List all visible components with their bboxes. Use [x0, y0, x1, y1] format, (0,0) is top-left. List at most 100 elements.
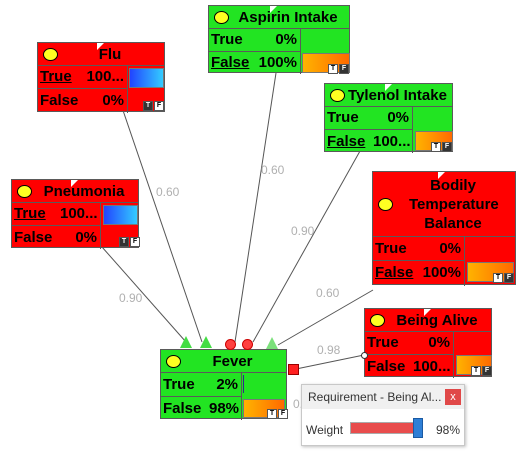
state-row-false[interactable]: False 100% [209, 51, 300, 73]
node-tylenol-intake[interactable]: Tylenol Intake True 0% False 100... T F [324, 83, 453, 153]
tf-toggle[interactable]: T F [471, 366, 492, 376]
probability-bar [103, 205, 138, 225]
state-value: 100... [60, 205, 98, 222]
connection-handle[interactable] [242, 339, 253, 350]
state-row-true[interactable]: True 0% [365, 331, 453, 354]
node-title: Aspirin Intake [238, 8, 338, 26]
tf-toggle[interactable]: T F [143, 101, 164, 111]
f-toggle[interactable]: F [130, 237, 140, 247]
input-port[interactable] [361, 352, 368, 359]
state-row-false[interactable]: False 0% [38, 88, 127, 112]
weight-label-aspirin: 0.60 [261, 163, 285, 177]
tf-toggle[interactable]: T F [328, 64, 349, 74]
node-states: True 0% False 100... [325, 106, 413, 153]
t-toggle[interactable]: T [328, 64, 338, 74]
probability-bar-true [243, 375, 244, 393]
incoming-arrow-icon[interactable] [200, 336, 212, 348]
tab-icon [71, 180, 78, 187]
state-row-true[interactable]: True 100... [12, 202, 100, 225]
output-port[interactable] [288, 364, 299, 375]
requirement-panel[interactable]: Requirement - Being Al... x Weight 98% [301, 384, 465, 446]
node-being-alive[interactable]: Being Alive True 0% False 100... T F [364, 308, 492, 378]
state-row-false[interactable]: False 0% [12, 225, 100, 248]
node-title: Tylenol Intake [348, 86, 447, 104]
f-toggle[interactable]: F [278, 409, 288, 419]
weight-label-alive: 0.98 [317, 343, 341, 357]
state-value: 0% [102, 92, 124, 109]
bulb-icon[interactable] [370, 313, 385, 327]
state-label: True [14, 205, 46, 222]
t-toggle[interactable]: T [431, 142, 441, 152]
bulb-icon[interactable] [43, 47, 58, 61]
state-label: True [163, 375, 195, 393]
probability-bar [129, 68, 164, 88]
node-header: Tylenol Intake [325, 84, 452, 107]
f-toggle[interactable]: F [482, 366, 492, 376]
edge-tylenol-fever [252, 150, 361, 343]
node-pneumonia[interactable]: Pneumonia True 100... False 0% T F [11, 179, 140, 249]
state-value: 2% [216, 375, 238, 393]
state-row-false[interactable]: False 98% [161, 396, 241, 419]
t-toggle[interactable]: T [267, 409, 277, 419]
state-label: True [327, 109, 359, 126]
state-row-true[interactable]: True 100... [38, 65, 127, 88]
state-value: 0% [439, 239, 461, 257]
f-toggle[interactable]: F [154, 101, 164, 111]
node-title: Bodily Temperature Balance [409, 176, 499, 232]
tf-toggle[interactable]: T F [119, 237, 140, 247]
state-row-true[interactable]: True 0% [325, 106, 412, 129]
t-toggle[interactable]: T [493, 273, 503, 283]
weight-slider[interactable] [350, 418, 423, 438]
edge-alive-fever [295, 354, 365, 370]
state-label: False [163, 399, 202, 417]
t-toggle[interactable]: T [119, 237, 129, 247]
close-button[interactable]: x [445, 389, 461, 405]
tf-toggle[interactable]: T F [267, 409, 288, 419]
state-value: 100... [413, 357, 451, 375]
bulb-icon[interactable] [214, 10, 229, 24]
weight-label-partial: 0. [293, 397, 304, 411]
state-row-true[interactable]: True 2% [161, 372, 241, 396]
node-fever[interactable]: Fever True 2% False 98% T F [160, 349, 288, 420]
panel-title: Requirement - Being Al... [308, 390, 442, 404]
f-toggle[interactable]: F [339, 64, 349, 74]
weight-label-bodily: 0.60 [316, 286, 340, 300]
weight-label-tylenol: 0.90 [291, 224, 315, 238]
bulb-icon[interactable] [17, 184, 32, 198]
t-toggle[interactable]: T [471, 366, 481, 376]
state-row-false[interactable]: False 100... [365, 354, 453, 377]
state-row-false[interactable]: False 100... [325, 129, 412, 152]
t-toggle[interactable]: T [143, 101, 153, 111]
tab-icon [97, 43, 104, 50]
state-value: 100... [373, 132, 411, 150]
incoming-arrow-icon[interactable] [266, 337, 278, 349]
tf-toggle[interactable]: T F [493, 273, 514, 283]
edge-bodily-fever [277, 289, 374, 346]
node-aspirin-intake[interactable]: Aspirin Intake True 0% False 100% T F [208, 5, 350, 74]
f-toggle[interactable]: F [504, 273, 514, 283]
node-states: True 0% False 100% [373, 236, 465, 286]
node-title: Pneumonia [43, 182, 125, 200]
tf-toggle[interactable]: T F [431, 142, 452, 152]
node-flu[interactable]: Flu True 100... False 0% T F [37, 42, 165, 113]
state-value: 100% [422, 264, 461, 281]
state-row-true[interactable]: True 0% [373, 236, 464, 260]
weight-percent: 98% [435, 423, 460, 437]
state-label: True [40, 68, 72, 85]
f-toggle[interactable]: F [442, 142, 452, 152]
connection-handle[interactable] [225, 339, 236, 350]
node-header: Flu [38, 43, 164, 66]
weight-label-flu: 0.60 [156, 185, 180, 199]
node-bodily-temperature-balance[interactable]: Bodily Temperature Balance True 0% False… [372, 171, 516, 286]
bulb-icon[interactable] [330, 88, 345, 102]
node-states: True 100... False 0% [12, 202, 101, 249]
state-label: True [367, 334, 399, 351]
incoming-arrow-icon[interactable] [180, 336, 192, 348]
state-row-true[interactable]: True 0% [209, 28, 300, 51]
state-row-false[interactable]: False 100% [373, 260, 464, 284]
bulb-icon[interactable] [166, 354, 181, 368]
weight-slider-thumb[interactable] [412, 418, 423, 438]
bulb-icon[interactable] [378, 198, 393, 211]
